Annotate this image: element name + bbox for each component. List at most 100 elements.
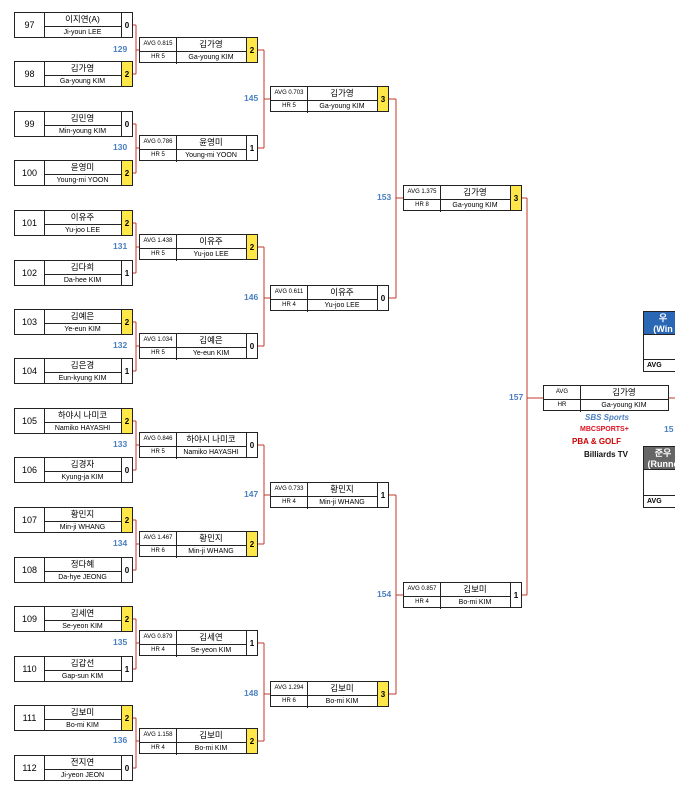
player-name-en: Yu-joo LEE	[324, 302, 360, 309]
player-score: 0	[377, 285, 389, 311]
player-name-en: Yu-joo LEE	[193, 251, 229, 258]
player-name-kr: 김세연	[44, 607, 121, 621]
match-number: 130	[113, 142, 128, 152]
pba-golf-logo: PBA & GOLF	[572, 437, 622, 446]
player-score: 1	[121, 260, 133, 286]
player-name-kr: 하야시 나미코	[44, 409, 121, 423]
player-name-kr: 윤영미	[44, 161, 121, 175]
runner-up-header: 준우 (Runne	[643, 446, 675, 470]
final-name-kr: 김가영	[580, 386, 668, 400]
seed-number: 105	[15, 409, 45, 433]
runner-up-panel: AVG	[643, 470, 675, 508]
player-name-kr: 김경자	[44, 458, 121, 472]
match-number: 145	[244, 93, 259, 103]
winner-number: 15	[664, 424, 674, 434]
player-name-kr: 김은경	[44, 359, 121, 373]
hr-value: HR 6	[140, 545, 177, 558]
seed-number: 98	[15, 62, 45, 86]
seed-number: 104	[15, 359, 45, 383]
seed-number: 109	[15, 607, 45, 631]
runner-header-en: (Runne	[647, 459, 675, 469]
winner-panel: AVG	[643, 335, 675, 372]
winner-header: 우 (Win	[643, 311, 675, 335]
match-number: 133	[113, 439, 128, 449]
hr-value: HR 4	[404, 596, 441, 609]
final-avg: AVG	[544, 386, 581, 400]
player-name-en: Young-mi YOON	[56, 177, 109, 184]
avg-value: AVG 1.467	[140, 532, 177, 546]
hr-value: HR 8	[404, 199, 441, 212]
player-score: 2	[246, 728, 258, 754]
player-score: 0	[246, 432, 258, 458]
player-name-kr: 김보미	[307, 682, 377, 696]
player-name-kr: 김보미	[440, 583, 510, 597]
player-name-en: Namiko HAYASHI	[183, 449, 239, 456]
player-name-kr: 하야시 나미코	[176, 433, 246, 447]
player-score: 2	[121, 61, 133, 87]
player-name-kr: 김보미	[44, 706, 121, 720]
player-name-kr: 김세연	[176, 631, 246, 645]
player-score: 0	[121, 12, 133, 38]
seed-number: 102	[15, 261, 45, 285]
player-name-en: Namiko HAYASHI	[54, 425, 111, 432]
player-name-kr: 김가영	[44, 62, 121, 76]
player-score: 2	[121, 309, 133, 335]
hr-value: HR 5	[140, 248, 177, 261]
player-score: 2	[246, 531, 258, 557]
player-score: 1	[246, 630, 258, 656]
match-number: 135	[113, 637, 128, 647]
final-entry: AVG HR 김가영 Ga-young KIM	[543, 385, 669, 412]
player-name-en: Yu-joo LEE	[64, 227, 101, 234]
seed-number: 111	[15, 706, 45, 730]
match-number: 148	[244, 688, 259, 698]
seed-number: 97	[15, 13, 45, 37]
runner-avg-label: AVG	[644, 495, 675, 508]
winner-avg-label: AVG	[644, 359, 675, 372]
player-score: 1	[246, 135, 258, 161]
mbc-sports-logo: MBCSPORTS+	[580, 426, 629, 433]
seed-number: 103	[15, 310, 45, 334]
player-name-en: Min-ji WHANG	[319, 499, 365, 506]
match-number: 154	[377, 589, 392, 599]
player-name-en: Ga-young KIM	[188, 54, 234, 61]
seed-number: 101	[15, 211, 45, 235]
player-score: 2	[121, 160, 133, 186]
match-number: 134	[113, 538, 128, 548]
avg-value: AVG 1.294	[271, 682, 308, 696]
match-number: 146	[244, 292, 259, 302]
player-score: 2	[121, 210, 133, 236]
player-score: 3	[377, 86, 389, 112]
avg-value: AVG 0.703	[271, 87, 308, 101]
avg-value: AVG 0.846	[140, 433, 177, 447]
sbs-sports-logo: SBS Sports	[585, 413, 630, 422]
player-name-kr: 이지연(A)	[44, 13, 121, 27]
avg-value: AVG 0.733	[271, 483, 308, 497]
player-name-kr: 김다희	[44, 261, 121, 275]
player-name-kr: 김민영	[44, 112, 121, 126]
player-score: 3	[510, 185, 522, 211]
avg-value: AVG 0.879	[140, 631, 177, 645]
player-name-kr: 황민지	[44, 508, 121, 522]
player-score: 1	[121, 656, 133, 682]
winner-header-en: (Win	[653, 324, 673, 334]
avg-value: AVG 1.034	[140, 334, 177, 348]
avg-value: AVG 0.815	[140, 38, 177, 52]
hr-value: HR 5	[140, 51, 177, 64]
player-score: 0	[121, 557, 133, 583]
player-name-en: Se-yeon KIM	[190, 647, 232, 654]
player-name-en: Da-hye JEONG	[58, 574, 107, 581]
player-name-en: Da-hee KIM	[63, 277, 102, 284]
seed-number: 112	[15, 756, 45, 780]
player-name-en: Kyung-ja KIM	[61, 474, 104, 481]
